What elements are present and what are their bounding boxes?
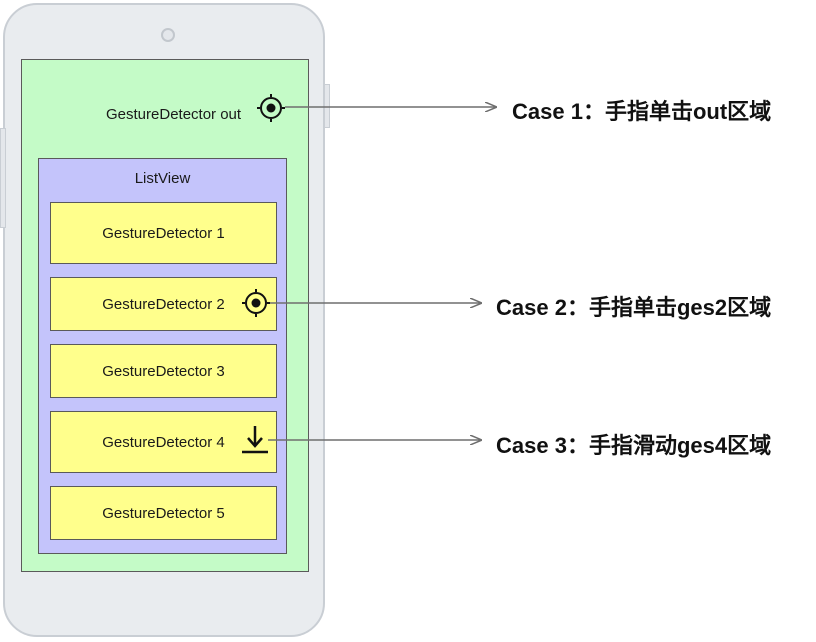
- gesture-detector-item-2[interactable]: GestureDetector 2: [50, 277, 277, 331]
- case-3-label: Case 3：手指滑动ges4区域: [496, 433, 772, 458]
- tap-target-icon: [257, 94, 285, 122]
- gesture-detector-item-5[interactable]: GestureDetector 5: [50, 486, 277, 540]
- phone-side-button-right: [324, 84, 330, 128]
- gesture-detector-out-label: GestureDetector out: [106, 106, 242, 123]
- case-1-label: Case 1：手指单击out区域: [512, 99, 772, 124]
- gesture-detector-item-4[interactable]: GestureDetector 4: [50, 411, 277, 473]
- phone-side-button-left: [0, 128, 6, 228]
- swipe-down-icon: [242, 426, 268, 454]
- case-2-label: Case 2：手指单击ges2区域: [496, 295, 772, 320]
- listview-label: ListView: [134, 170, 191, 187]
- gesture-detector-item-1[interactable]: GestureDetector 1: [50, 202, 277, 264]
- gesture-detector-item-3[interactable]: GestureDetector 3: [50, 344, 277, 398]
- camera-icon: [161, 28, 175, 42]
- tap-target-icon: [242, 289, 270, 317]
